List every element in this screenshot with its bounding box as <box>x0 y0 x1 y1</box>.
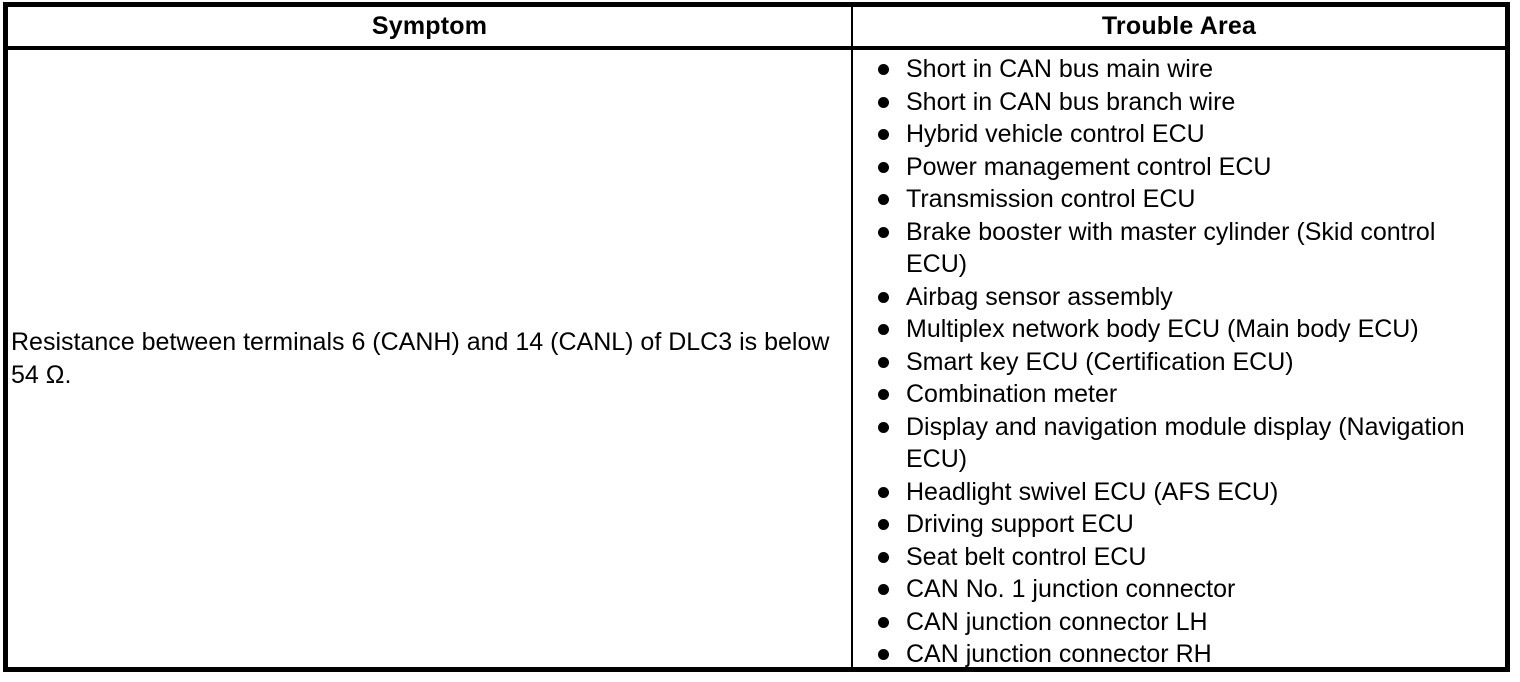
trouble-area-item: Short in CAN bus branch wire <box>853 86 1505 119</box>
trouble-area-item: CAN junction connector LH <box>853 606 1505 639</box>
trouble-area-item-text: Headlight swivel ECU (AFS ECU) <box>906 477 1279 506</box>
trouble-area-item: Multiplex network body ECU (Main body EC… <box>853 313 1505 346</box>
bullet-icon <box>878 551 889 563</box>
bullet-icon <box>878 519 889 530</box>
trouble-area-item-text: Brake booster with master cylinder (Skid… <box>906 217 1436 279</box>
symptom-trouble-area-table: Symptom Trouble Area Resistance between … <box>3 2 1510 672</box>
trouble-area-item: Brake booster with master cylinder (Skid… <box>853 216 1505 281</box>
trouble-area-item: Display and navigation module display (N… <box>853 411 1505 476</box>
bullet-icon <box>878 389 889 400</box>
trouble-area-column-header: Trouble Area <box>1101 12 1257 40</box>
bullet-icon <box>878 616 889 628</box>
trouble-area-item-text: Seat belt control ECU <box>906 542 1147 571</box>
trouble-area-item-text: Airbag sensor assembly <box>906 282 1173 311</box>
trouble-area-item-text: Multiplex network body ECU (Main body EC… <box>906 315 1419 343</box>
bullet-icon <box>878 96 889 108</box>
trouble-area-item: CAN junction connector RH <box>853 638 1505 667</box>
trouble-area-item-text: Hybrid vehicle control ECU <box>906 120 1205 148</box>
trouble-area-item: Headlight swivel ECU (AFS ECU) <box>853 476 1505 509</box>
trouble-area-item-text: Combination meter <box>906 380 1118 408</box>
bullet-icon <box>878 226 889 238</box>
trouble-area-item: Airbag sensor assembly <box>853 281 1505 314</box>
bullet-icon <box>878 649 889 660</box>
bullet-icon <box>878 161 889 173</box>
trouble-area-item: Transmission control ECU <box>853 183 1505 216</box>
trouble-area-item-text: CAN No. 1 junction connector <box>906 575 1236 603</box>
bullet-icon <box>878 291 889 303</box>
trouble-area-item-text: CAN junction connector LH <box>906 607 1208 636</box>
table-body-row: Resistance between terminals 6 (CANH) an… <box>8 50 1505 667</box>
trouble-area-item-text: Short in CAN bus branch wire <box>906 87 1236 116</box>
trouble-area-item-text: Power management control ECU <box>906 152 1272 181</box>
trouble-area-item: Smart key ECU (Certification ECU) <box>853 346 1505 379</box>
trouble-area-item-text: Short in CAN bus main wire <box>906 55 1214 83</box>
trouble-area-item-text: Display and navigation module display (N… <box>906 412 1465 474</box>
bullet-icon <box>878 486 889 498</box>
bullet-icon <box>878 584 889 595</box>
trouble-area-item: Driving support ECU <box>853 508 1505 541</box>
bullet-icon <box>878 324 889 335</box>
bullet-icon <box>878 194 889 205</box>
trouble-area-item: CAN No. 1 junction connector <box>853 573 1505 606</box>
trouble-area-item-text: Smart key ECU (Certification ECU) <box>906 347 1294 376</box>
trouble-area-item-text: Driving support ECU <box>906 510 1134 538</box>
bullet-icon <box>878 64 889 75</box>
bullet-icon <box>878 356 889 368</box>
trouble-area-item-text: CAN junction connector RH <box>906 640 1212 667</box>
symptom-cell: Resistance between terminals 6 (CANH) an… <box>8 50 853 667</box>
trouble-area-item: Combination meter <box>853 378 1505 411</box>
bullet-icon <box>878 129 889 140</box>
bullet-icon <box>878 421 889 433</box>
trouble-area-item-text: Transmission control ECU <box>906 185 1196 213</box>
table-header-row: Symptom Trouble Area <box>8 7 1505 50</box>
trouble-area-item: Seat belt control ECU <box>853 541 1505 574</box>
trouble-area-item: Hybrid vehicle control ECU <box>853 118 1505 151</box>
trouble-area-item: Short in CAN bus main wire <box>853 53 1505 86</box>
symptom-column-header: Symptom <box>8 7 853 46</box>
trouble-area-item: Power management control ECU <box>853 151 1505 184</box>
symptom-text: Resistance between terminals 6 (CANH) an… <box>11 328 830 389</box>
